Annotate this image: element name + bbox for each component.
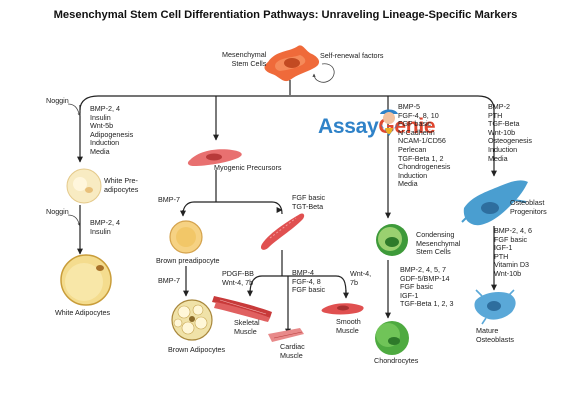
muscle-fiber-icon	[260, 213, 305, 250]
brown-preadipocyte-label: Brown preadipocyte	[156, 256, 220, 265]
self-renewal-arrow-icon	[312, 63, 335, 83]
diagram-title: Mesenchymal Stem Cell Differentiation Pa…	[53, 9, 518, 21]
myo-split	[180, 170, 283, 217]
skeletal-muscle-icon	[212, 296, 272, 322]
muscle-split	[247, 250, 349, 335]
brown-adipocytes-icon	[171, 299, 213, 341]
bmp7-lower-label: BMP-7	[158, 276, 180, 285]
mature-osteoblast-icon	[474, 289, 516, 325]
condensing-msc-icon	[376, 224, 408, 256]
noggin-bottom-label: Noggin	[46, 207, 69, 216]
msc-cell-icon	[264, 45, 320, 82]
brown-preadipocyte-icon	[169, 220, 203, 254]
self-renewal-label: Self-renewal factors	[320, 51, 384, 60]
white-adipocyte-icon	[60, 254, 112, 306]
smooth-muscle-icon	[321, 303, 364, 315]
smooth-wnt-factors: Wnt-4,7b	[350, 269, 372, 287]
brown-adipocytes-label: Brown Adipocytes	[168, 345, 226, 354]
white-adipocytes-label: White Adipocytes	[55, 308, 111, 317]
chondrocytes-label: Chondrocytes	[374, 356, 419, 365]
chondrocytes-icon	[375, 321, 409, 355]
myogenic-precursors-label: Myogenic Precursors	[214, 163, 282, 172]
main-connector	[77, 80, 497, 219]
cardiac-muscle-icon	[268, 328, 304, 342]
noggin-arrow-top	[67, 103, 81, 117]
myogenic-precursor-icon	[187, 149, 242, 166]
genie-mascot-icon	[380, 109, 398, 136]
bmp7-left-label: BMP-7	[158, 195, 180, 204]
noggin-top-label: Noggin	[46, 96, 69, 105]
pre-adipocyte-label: White Pre-adipocytes	[104, 176, 139, 194]
pre-adipocyte-icon	[66, 168, 102, 204]
noggin-arrow-bottom	[67, 214, 81, 227]
osteoblast-progenitor-icon	[461, 180, 528, 226]
